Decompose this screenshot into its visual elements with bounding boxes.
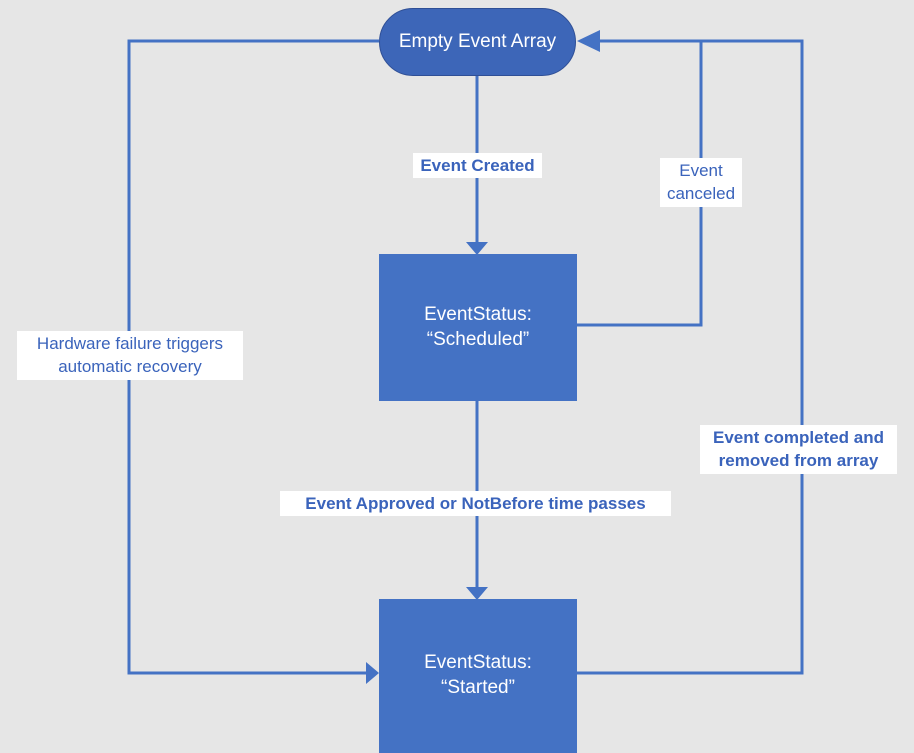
- node-empty-event-array[interactable]: Empty Event Array: [379, 8, 576, 76]
- node-status-started[interactable]: EventStatus: “Started”: [379, 599, 577, 753]
- node-empty-event-array-label: Empty Event Array: [398, 30, 557, 52]
- node-status-scheduled[interactable]: EventStatus: “Scheduled”: [379, 254, 577, 401]
- edge-label-hardware-failure: Hardware failure triggers automatic reco…: [17, 331, 243, 380]
- edge-label-event-created: Event Created: [413, 153, 542, 179]
- node-status-scheduled-label: EventStatus: “Scheduled”: [424, 303, 532, 350]
- edge-event-completed: [577, 39, 804, 675]
- edge-label-event-completed: Event completed and removed from array: [700, 425, 897, 474]
- edge-label-event-approved: Event Approved or NotBefore time passes: [280, 491, 671, 517]
- node-status-started-label: EventStatus: “Started”: [424, 652, 532, 698]
- edge-label-event-canceled: Event canceled: [660, 158, 742, 207]
